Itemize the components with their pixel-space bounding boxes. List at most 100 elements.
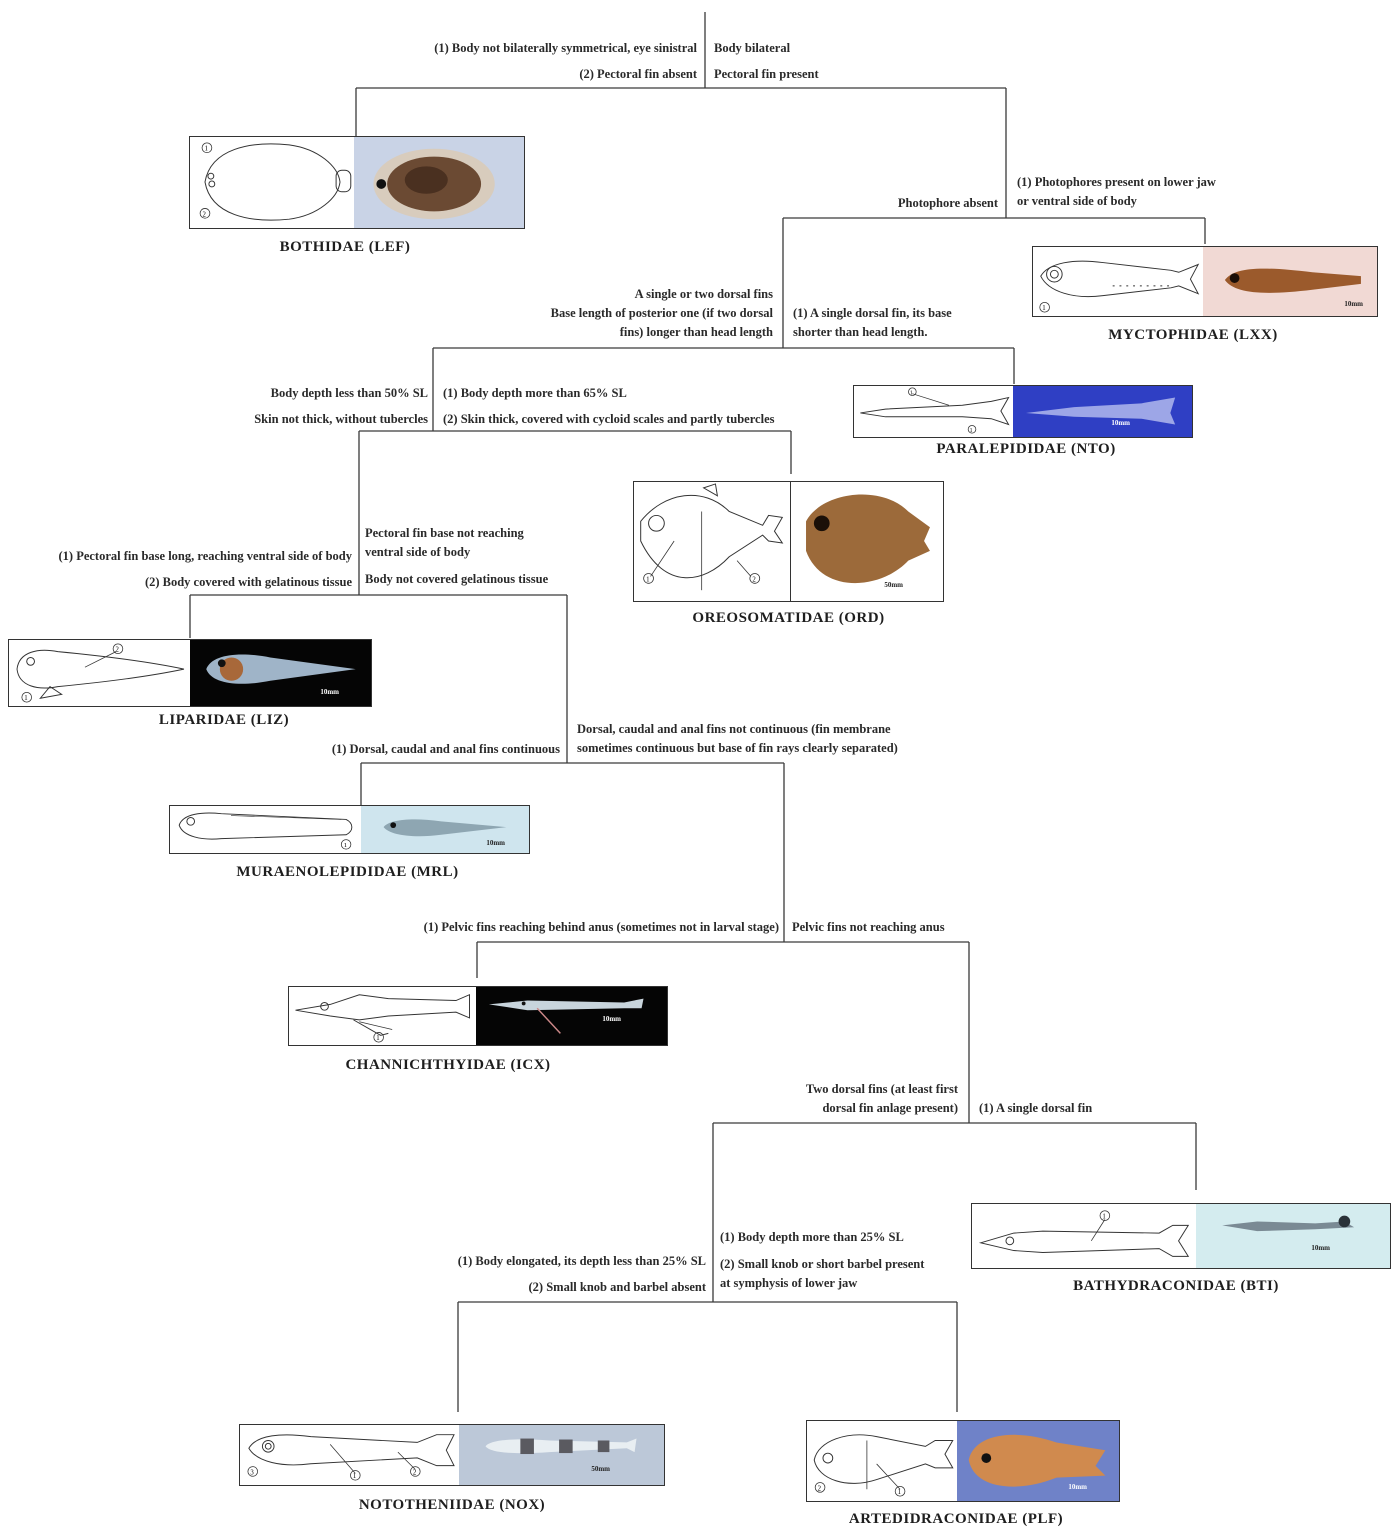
paralepididae-sketch: 1 1 xyxy=(854,386,1015,437)
oreosomatidae-card: 1 2 50mm xyxy=(633,481,944,602)
bathydraconidae-sketch: 1 xyxy=(972,1204,1198,1268)
myctophidae-marker-1: 1 xyxy=(1042,305,1045,312)
nototheniidae-marker-2: 2 xyxy=(413,1469,417,1476)
node3-right-text: (1) A single dorsal fin, its base shorte… xyxy=(793,304,952,342)
bathydraconidae-marker-1: 1 xyxy=(1102,1214,1105,1221)
node3-right-line-1: (1) A single dorsal fin, its base xyxy=(793,306,952,320)
myctophidae-photo: 10mm xyxy=(1203,247,1377,316)
node2-right-line-2: or ventral side of body xyxy=(1017,194,1137,208)
nototheniidae-sketch: 3 1 2 xyxy=(240,1425,461,1485)
bothidae-marker-2: 2 xyxy=(203,211,207,218)
oreosomatidae-sketch: 1 2 xyxy=(634,482,791,601)
node8-right-text: (1) A single dorsal fin xyxy=(979,1099,1092,1118)
bathydraconidae-name: BATHYDRACONIDAE (BTI) xyxy=(1073,1278,1279,1294)
muraenolepididae-sketch: 1 xyxy=(170,806,363,853)
bathydraconidae-scale: 10mm xyxy=(1311,1244,1330,1252)
liparidae-photo: 10mm xyxy=(190,640,371,706)
liparidae-scale: 10mm xyxy=(320,688,339,696)
node4-left-text: Body depth less than 50% SL Skin not thi… xyxy=(254,380,428,432)
node6-left-line-1: (1) Dorsal, caudal and anal fins continu… xyxy=(331,742,560,756)
node6-right-line-2: sometimes continuous but base of fin ray… xyxy=(577,741,898,755)
node2-left-line-1: Photophore absent xyxy=(897,196,998,210)
myctophidae-card: 1 10mm xyxy=(1032,246,1378,317)
node8-left-line-2: dorsal fin anlage present) xyxy=(822,1101,958,1115)
channichthyidae-photo: 10mm xyxy=(476,987,667,1045)
oreosomatidae-photo: 50mm xyxy=(791,482,943,601)
myctophidae-scale: 10mm xyxy=(1344,300,1363,308)
myctophidae-name: MYCTOPHIDAE (LXX) xyxy=(1108,327,1278,343)
node2-right-line-1: (1) Photophores present on lower jaw xyxy=(1017,175,1216,189)
liparidae-card: 2 1 10mm xyxy=(8,639,372,707)
paralepididae-name: PARALEPIDIDAE (NTO) xyxy=(936,441,1116,457)
node9-left-text: (1) Body elongated, its depth less than … xyxy=(458,1248,706,1300)
paralepididae-photo: 10mm xyxy=(1013,386,1192,437)
node4-left-line-1: Body depth less than 50% SL xyxy=(270,386,428,400)
node3-left-text: A single or two dorsal fins Base length … xyxy=(551,285,773,342)
paralepididae-scale: 10mm xyxy=(1111,419,1130,427)
bothidae-card: 1 2 xyxy=(189,136,525,229)
node1-left-line-2: (2) Pectoral fin absent xyxy=(579,67,697,81)
node8-left-line-1: Two dorsal fins (at least first xyxy=(805,1082,958,1096)
node3-left-line-1: A single or two dorsal fins xyxy=(634,287,773,301)
node4-right-line-2: (2) Skin thick, covered with cycloid sca… xyxy=(443,412,775,426)
node9-right-line-3: at symphysis of lower jaw xyxy=(720,1276,858,1290)
channichthyidae-marker-1: 1 xyxy=(376,1035,379,1042)
node5-right-line-2: ventral side of body xyxy=(365,545,471,559)
node9-left-line-1: (1) Body elongated, its depth less than … xyxy=(457,1254,706,1268)
oreosomatidae-marker-2: 2 xyxy=(752,576,756,583)
nototheniidae-marker-3: 3 xyxy=(250,1469,254,1476)
muraenolepididae-name: MURAENOLEPIDIDAE (MRL) xyxy=(236,864,459,880)
bothidae-sketch: 1 2 xyxy=(190,137,356,228)
node3-right-line-2: shorter than head length. xyxy=(793,325,928,339)
artedidraconidae-marker-2: 2 xyxy=(818,1485,822,1492)
node5-right-line-3: Body not covered gelatinous tissue xyxy=(365,572,549,586)
node7-right-text: Pelvic fins not reaching anus xyxy=(792,918,945,937)
node6-left-text: (1) Dorsal, caudal and anal fins continu… xyxy=(332,740,560,759)
nototheniidae-name: NOTOTHENIIDAE (NOX) xyxy=(358,1497,546,1513)
node7-right-line-1: Pelvic fins not reaching anus xyxy=(792,920,945,934)
artedidraconidae-marker-1: 1 xyxy=(898,1489,901,1496)
channichthyidae-sketch: 1 xyxy=(289,987,478,1045)
muraenolepididae-photo: 10mm xyxy=(361,806,529,853)
paralepididae-card: 1 1 10mm xyxy=(853,385,1193,438)
paralepididae-marker-2: 1 xyxy=(970,428,973,434)
node6-right-line-1: Dorsal, caudal and anal fins not continu… xyxy=(577,722,891,736)
nototheniidae-photo: 50mm xyxy=(459,1425,664,1485)
node5-left-text: (1) Pectoral fin base long, reaching ven… xyxy=(59,543,353,595)
node5-right-text: Pectoral fin base not reaching ventral s… xyxy=(365,524,548,589)
node5-left-line-1: (1) Pectoral fin base long, reaching ven… xyxy=(58,549,353,563)
node7-left-text: (1) Pelvic fins reaching behind anus (so… xyxy=(424,918,779,937)
node8-left-text: Two dorsal fins (at least first dorsal f… xyxy=(806,1080,958,1118)
node4-left-line-2: Skin not thick, without tubercles xyxy=(254,412,428,426)
bothidae-photo xyxy=(354,137,524,228)
bothidae-marker-1: 1 xyxy=(204,146,207,153)
node6-right-text: Dorsal, caudal and anal fins not continu… xyxy=(577,720,898,758)
nototheniidae-card: 3 1 2 50mm xyxy=(239,1424,665,1486)
node9-left-line-2: (2) Small knob and barbel absent xyxy=(528,1280,706,1294)
liparidae-marker-1: 1 xyxy=(24,695,27,702)
bothidae-name: BOTHIDAE (LEF) xyxy=(279,239,411,255)
artedidraconidae-name: ARTEDIDRACONIDAE (PLF) xyxy=(848,1511,1064,1527)
node1-left-text: (1) Body not bilaterally symmetrical, ey… xyxy=(434,35,697,87)
node7-left-line-1: (1) Pelvic fins reaching behind anus (so… xyxy=(423,920,779,934)
node9-right-text: (1) Body depth more than 25% SL (2) Smal… xyxy=(720,1228,924,1293)
node3-left-line-3: fins) longer than head length xyxy=(619,325,773,339)
node2-left-text: Photophore absent xyxy=(898,194,998,213)
artedidraconidae-card: 2 1 10mm xyxy=(806,1420,1120,1502)
oreosomatidae-name: OREOSOMATIDAE (ORD) xyxy=(692,610,885,626)
muraenolepididae-card: 1 10mm xyxy=(169,805,530,854)
node1-left-line-1: (1) Body not bilaterally symmetrical, ey… xyxy=(434,41,697,55)
node1-right-line-1: Body bilateral xyxy=(714,41,791,55)
artedidraconidae-scale: 10mm xyxy=(1068,1483,1087,1491)
node2-right-text: (1) Photophores present on lower jaw or … xyxy=(1017,173,1216,211)
node4-right-text: (1) Body depth more than 65% SL (2) Skin… xyxy=(443,380,774,432)
liparidae-name: LIPARIDAE (LIZ) xyxy=(158,712,290,728)
nototheniidae-scale: 50mm xyxy=(591,1465,610,1473)
channichthyidae-card: 1 10mm xyxy=(288,986,668,1046)
nototheniidae-marker-1: 1 xyxy=(353,1473,356,1480)
node5-left-line-2: (2) Body covered with gelatinous tissue xyxy=(144,575,352,589)
myctophidae-sketch: 1 xyxy=(1033,247,1205,316)
node4-right-line-1: (1) Body depth more than 65% SL xyxy=(443,386,627,400)
bathydraconidae-photo: 10mm xyxy=(1196,1204,1390,1268)
